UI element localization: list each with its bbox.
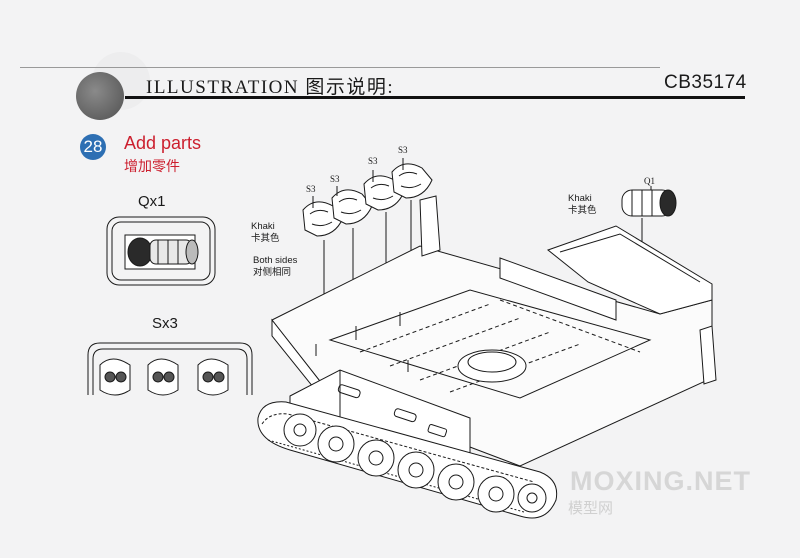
header-rule: [125, 96, 745, 99]
vehicle-track: [257, 401, 558, 519]
part-q1: [621, 189, 677, 217]
part-s3-d: [391, 163, 433, 199]
sprue-s: [87, 342, 253, 396]
callout-both-sides-en: Both sides: [253, 255, 298, 266]
sprue-q: [106, 216, 216, 286]
part-number-s3-d: S3: [398, 145, 408, 155]
callout-khaki-left-en: Khaki: [251, 221, 275, 232]
vehicle-hull: [271, 195, 717, 477]
header-decor-grey-circle: [76, 72, 124, 120]
step-title-cn: 增加零件: [124, 158, 180, 174]
callout-both-sides-cn: 对侧相同: [253, 267, 292, 278]
part-q-quantity: Qx1: [138, 193, 166, 210]
part-s-quantity: Sx3: [152, 315, 178, 332]
header-thin-rule: [20, 67, 660, 68]
kit-code: CB35174: [664, 72, 747, 93]
step-number-badge: 28: [80, 134, 106, 160]
callout-khaki-right-cn: 卡其色: [568, 205, 597, 216]
callout-khaki-right-en: Khaki: [568, 193, 592, 204]
step-title-en: Add parts: [124, 133, 202, 153]
watermark-en: MOXING.NET: [570, 466, 752, 496]
callout-khaki-left-cn: 卡其色: [251, 233, 280, 244]
part-number-q1: Q1: [644, 176, 655, 186]
part-number-s3-b: S3: [330, 174, 340, 184]
part-number-s3-c: S3: [368, 156, 378, 166]
watermark-cn: 模型网: [568, 500, 614, 517]
part-number-s3-a: S3: [306, 184, 316, 194]
page-title: ILLUSTRATION 图示说明:: [146, 77, 395, 98]
